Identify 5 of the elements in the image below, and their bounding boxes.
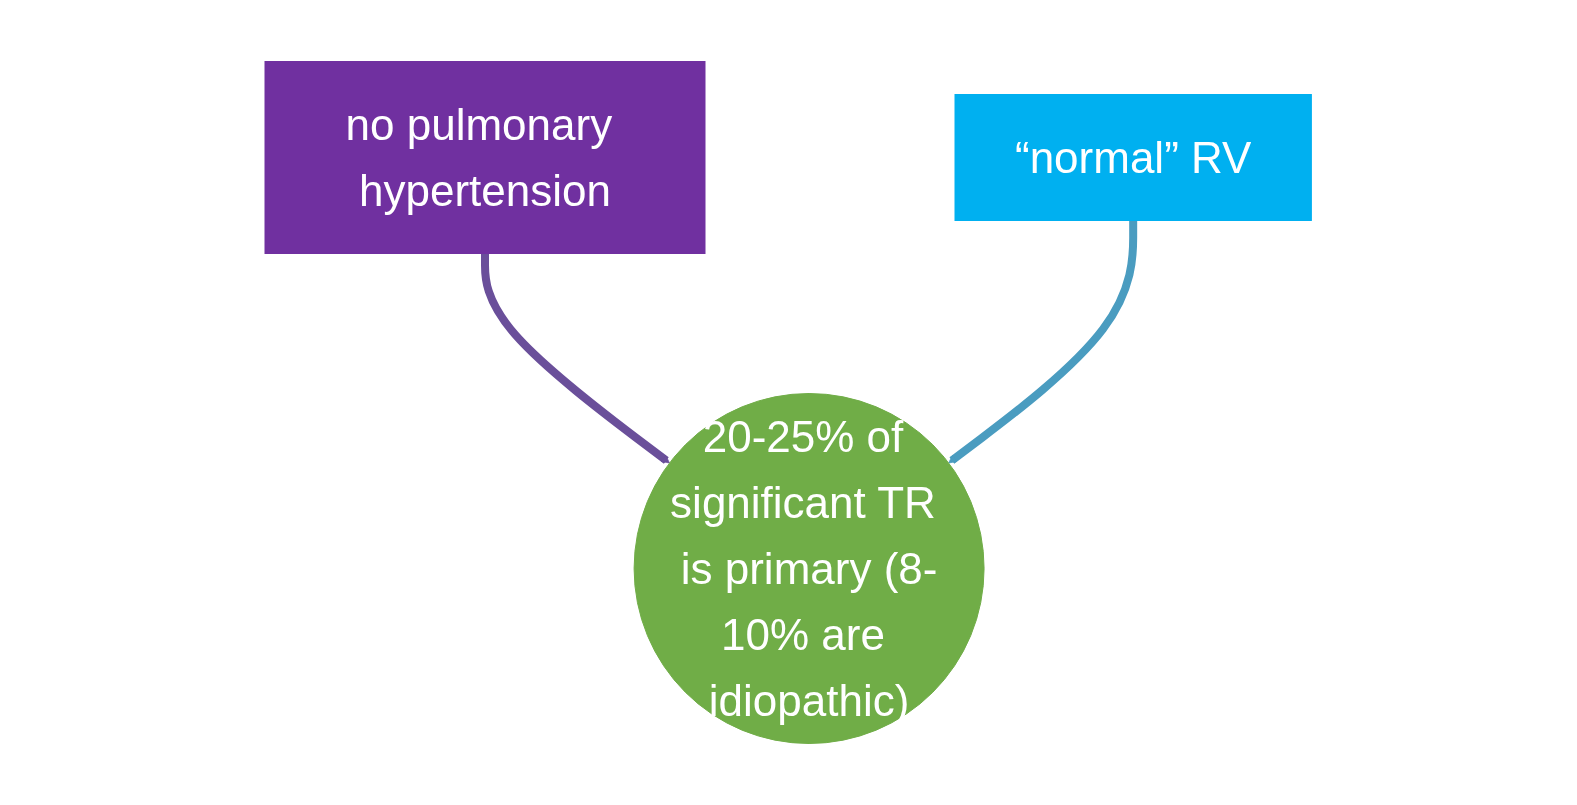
node-box: “normal” RV — [954, 94, 1313, 221]
arrow — [481, 253, 671, 464]
node-box: no pulmonary hypertension — [264, 61, 706, 254]
node-circle: 20-25% of significant TR is primary (8-10% are idiopathic) — [633, 393, 985, 744]
arrow — [948, 220, 1138, 464]
